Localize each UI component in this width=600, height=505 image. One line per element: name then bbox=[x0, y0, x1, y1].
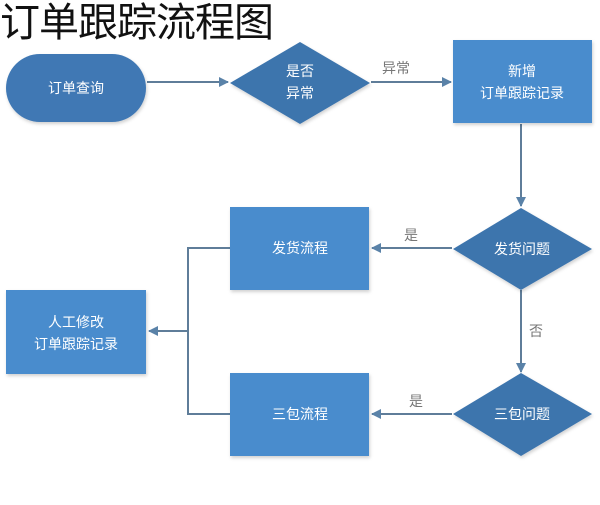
node-order-query[interactable]: 订单查询 bbox=[6, 54, 146, 122]
svg-text:人工修改: 人工修改 bbox=[48, 315, 104, 331]
node-check-abnormal[interactable]: 是否 异常 bbox=[230, 42, 370, 124]
node-warranty-flow[interactable]: 三包流程 bbox=[230, 373, 369, 456]
svg-text:发货流程: 发货流程 bbox=[272, 240, 328, 257]
svg-text:三包问题: 三包问题 bbox=[494, 407, 550, 423]
svg-text:订单跟踪记录: 订单跟踪记录 bbox=[480, 86, 564, 102]
node-shipping-issue[interactable]: 发货问题 bbox=[453, 208, 592, 290]
edge-label-shipping-no: 否 bbox=[529, 324, 543, 340]
svg-text:订单跟踪记录: 订单跟踪记录 bbox=[34, 337, 118, 353]
page-title: 订单跟踪流程图 bbox=[0, 0, 274, 46]
node-shipping-flow[interactable]: 发货流程 bbox=[230, 207, 369, 290]
node-new-record[interactable]: 新增 订单跟踪记录 bbox=[453, 40, 592, 123]
svg-text:三包流程: 三包流程 bbox=[272, 407, 328, 423]
edge-label-warranty-yes: 是 bbox=[409, 394, 423, 410]
edge-merge bbox=[187, 247, 230, 415]
svg-text:发货问题: 发货问题 bbox=[494, 241, 550, 258]
node-manual-edit[interactable]: 人工修改 订单跟踪记录 bbox=[6, 290, 146, 374]
edge-label-abnormal: 异常 bbox=[382, 61, 410, 77]
edge-label-shipping-yes: 是 bbox=[404, 228, 418, 244]
svg-text:新增: 新增 bbox=[508, 64, 536, 80]
svg-text:订单查询: 订单查询 bbox=[48, 81, 104, 97]
svg-text:异常: 异常 bbox=[286, 86, 314, 102]
node-warranty-issue[interactable]: 三包问题 bbox=[453, 373, 592, 456]
svg-text:是否: 是否 bbox=[286, 64, 314, 80]
